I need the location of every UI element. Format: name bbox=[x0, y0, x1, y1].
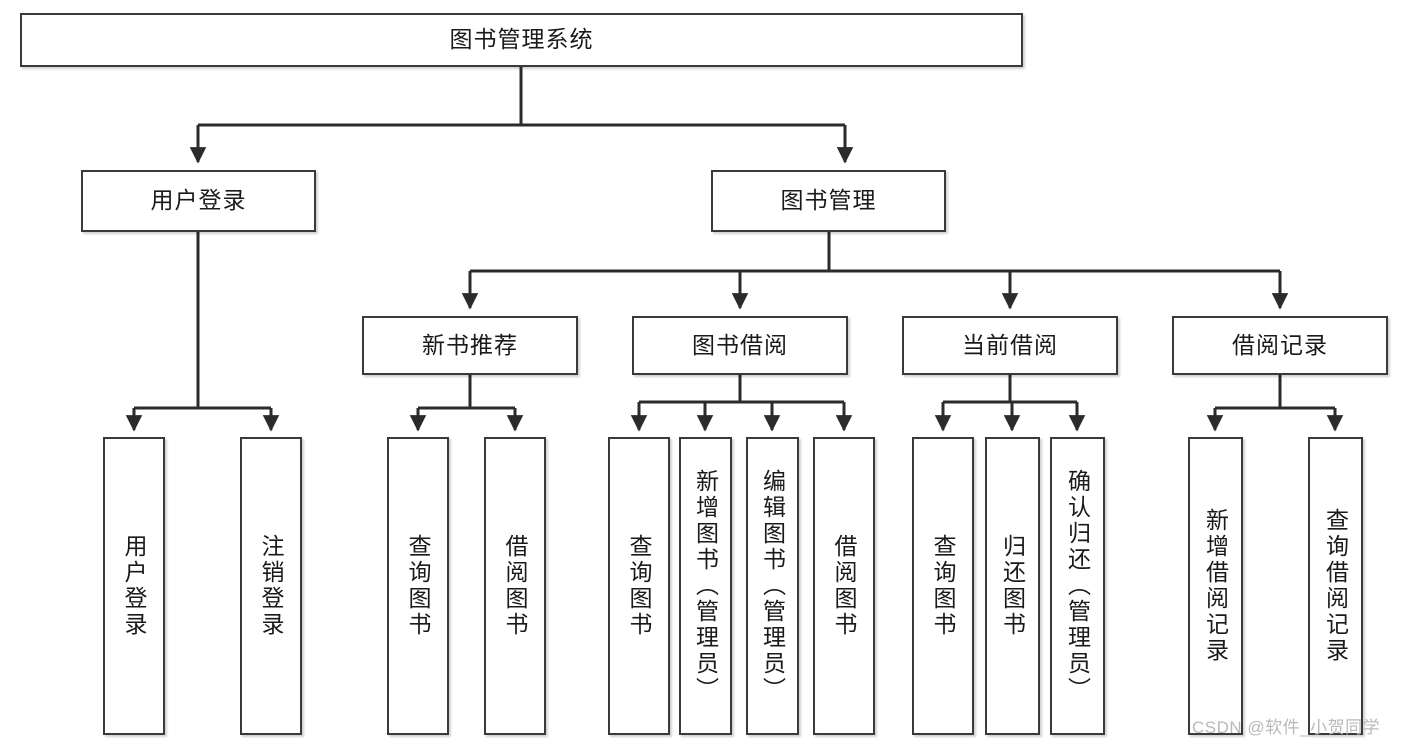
leaf-query-book-current[interactable]: 查询图书 bbox=[912, 437, 974, 735]
node-label: 图书借阅 bbox=[692, 331, 788, 358]
leaf-query-book-borrow[interactable]: 查询图书 bbox=[608, 437, 670, 735]
leaf-user-login[interactable]: 用户登录 bbox=[103, 437, 165, 735]
node-label: 新增借阅记录 bbox=[1202, 508, 1229, 664]
node-label: 图书管理系统 bbox=[449, 26, 594, 53]
node-label: 查询图书 bbox=[930, 534, 957, 638]
node-label: 借阅图书 bbox=[831, 534, 858, 638]
node-root[interactable]: 图书管理系统 bbox=[20, 13, 1023, 67]
node-label: 当前借阅 bbox=[962, 331, 1058, 358]
leaf-edit-book-admin[interactable]: 编辑图书（管理员） bbox=[746, 437, 799, 735]
leaf-return-book[interactable]: 归还图书 bbox=[985, 437, 1040, 735]
leaf-logout[interactable]: 注销登录 bbox=[240, 437, 302, 735]
node-label: 用户登录 bbox=[150, 187, 247, 214]
node-label: 注销登录 bbox=[258, 534, 285, 638]
node-book-borrow[interactable]: 图书借阅 bbox=[632, 316, 848, 375]
node-current-borrow[interactable]: 当前借阅 bbox=[902, 316, 1118, 375]
leaf-borrow-book-recommend[interactable]: 借阅图书 bbox=[484, 437, 546, 735]
leaf-query-borrow-record[interactable]: 查询借阅记录 bbox=[1308, 437, 1363, 735]
csdn-watermark: CSDN @软件_小贺同学 bbox=[1192, 718, 1381, 737]
node-label: 查询图书 bbox=[405, 534, 432, 638]
node-book-management[interactable]: 图书管理 bbox=[711, 170, 946, 232]
leaf-add-book-admin[interactable]: 新增图书（管理员） bbox=[679, 437, 732, 735]
node-label: 归还图书 bbox=[999, 534, 1026, 638]
node-label: 新书推荐 bbox=[422, 331, 518, 358]
leaf-add-borrow-record[interactable]: 新增借阅记录 bbox=[1188, 437, 1243, 735]
node-label: 图书管理 bbox=[780, 187, 877, 214]
leaf-borrow-book[interactable]: 借阅图书 bbox=[813, 437, 875, 735]
node-user-login[interactable]: 用户登录 bbox=[81, 170, 316, 232]
leaf-query-book-recommend[interactable]: 查询图书 bbox=[387, 437, 449, 735]
node-label: 查询借阅记录 bbox=[1322, 508, 1349, 664]
node-label: 新增图书（管理员） bbox=[692, 469, 719, 703]
node-label: 编辑图书（管理员） bbox=[759, 469, 786, 703]
leaf-confirm-return-admin[interactable]: 确认归还（管理员） bbox=[1050, 437, 1105, 735]
node-label: 借阅图书 bbox=[502, 534, 529, 638]
node-label: 确认归还（管理员） bbox=[1064, 469, 1091, 703]
node-label: 查询图书 bbox=[626, 534, 653, 638]
node-label: 借阅记录 bbox=[1232, 331, 1328, 358]
node-borrow-record[interactable]: 借阅记录 bbox=[1172, 316, 1388, 375]
node-new-book-recommend[interactable]: 新书推荐 bbox=[362, 316, 578, 375]
node-label: 用户登录 bbox=[121, 534, 148, 638]
